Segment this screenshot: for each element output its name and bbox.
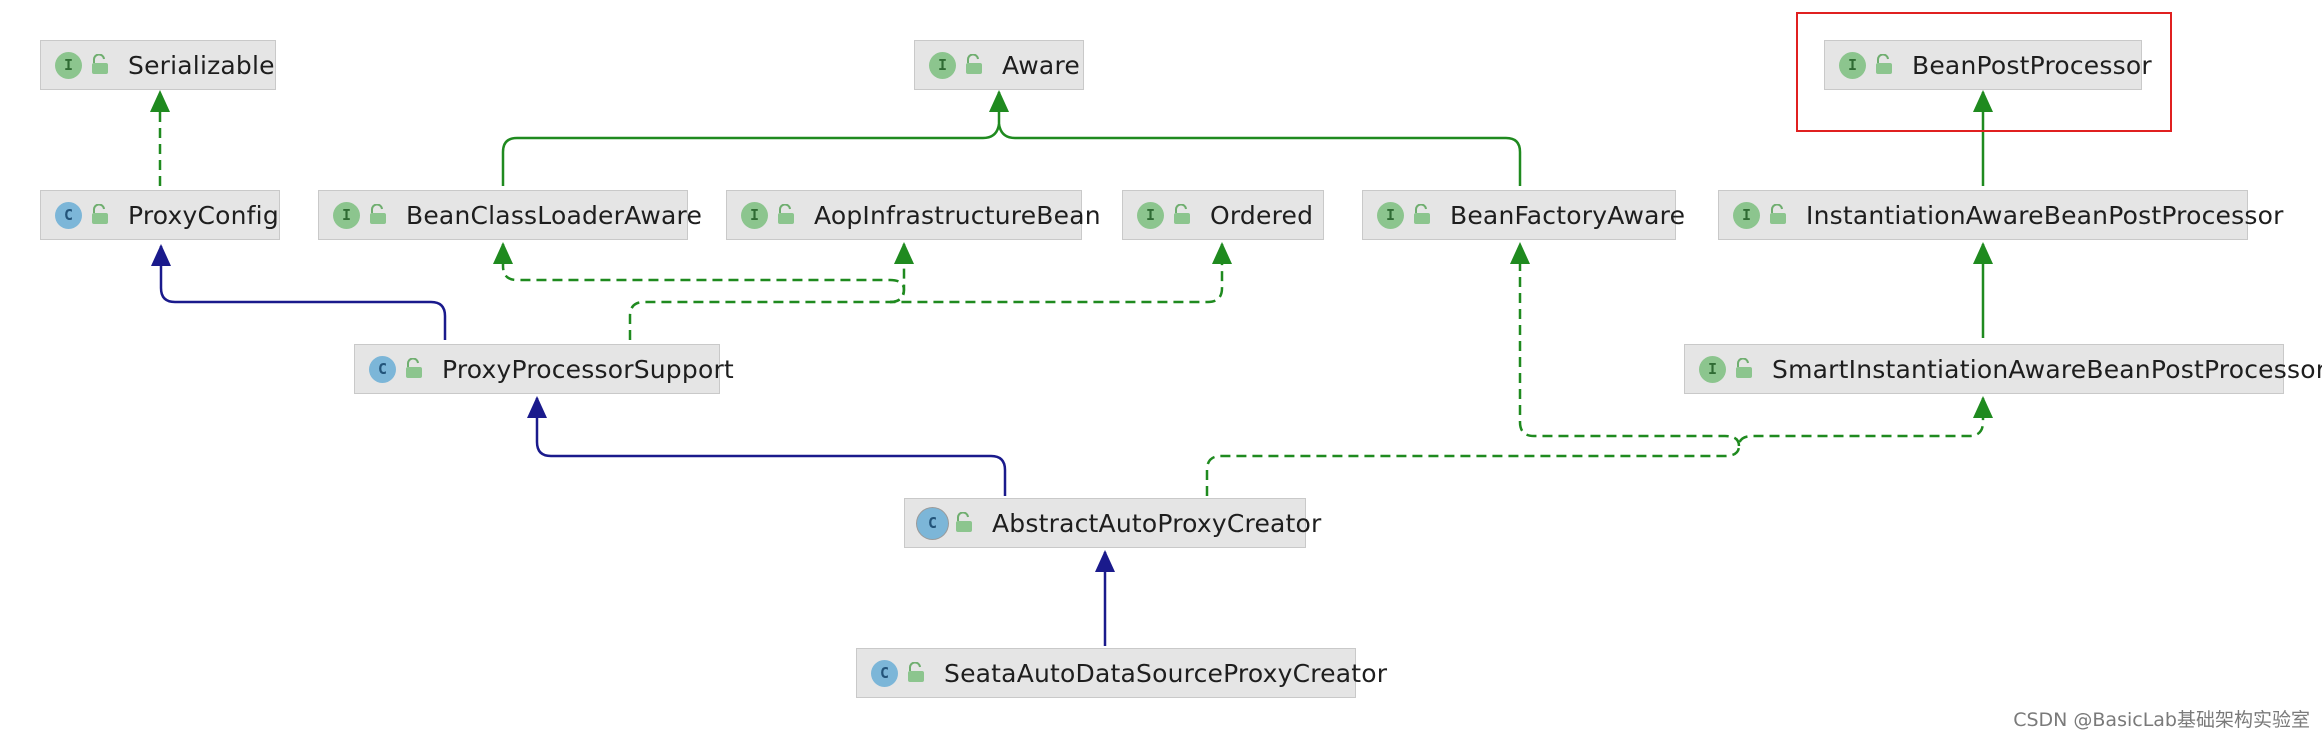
unlocked-icon [92, 204, 108, 224]
edge-proxyprocessorsupport-beanclassloaderaware [501, 244, 906, 304]
unlocked-icon [370, 204, 386, 224]
edge-abstractautoproxycreator-proxyprocessorsupport [535, 398, 1007, 496]
arrowhead [1973, 242, 1993, 264]
unlocked-icon [1174, 204, 1190, 224]
node-label: ProxyProcessorSupport [442, 354, 734, 384]
arrowhead [1973, 396, 1993, 418]
edge-beanclassloaderaware-aware [501, 92, 1001, 186]
node-ordered[interactable]: I Ordered [1122, 190, 1324, 240]
arrowhead [493, 242, 513, 264]
node-label: SeataAutoDataSourceProxyCreator [944, 658, 1388, 688]
node-label: SmartInstantiationAwareBeanPostProcessor [1772, 354, 2322, 384]
unlocked-icon [1876, 54, 1892, 74]
interface-icon: I [1137, 201, 1164, 229]
edge-abstractautoproxycreator-smartbpp [1205, 398, 1985, 496]
node-aware[interactable]: I Aware [914, 40, 1084, 90]
abstract-class-icon: C [919, 509, 946, 537]
node-label: Ordered [1210, 200, 1314, 230]
interface-icon: I [1377, 201, 1404, 229]
node-label: ProxyConfig [128, 200, 279, 230]
node-label: InstantiationAwareBeanPostProcessor [1806, 200, 2284, 230]
interface-icon: I [1839, 51, 1866, 79]
class-icon: C [55, 201, 82, 229]
edge-proxyprocessorsupport-ordered [628, 244, 1224, 340]
unlocked-icon [966, 54, 982, 74]
unlocked-icon [92, 54, 108, 74]
node-label: Serializable [128, 50, 275, 80]
edge-abstractautoproxycreator-beanfactoryaware [1518, 244, 1741, 447]
edge-proxyprocessorsupport-proxyconfig [159, 246, 447, 340]
arrowhead [151, 244, 171, 266]
node-serializable[interactable]: I Serializable [40, 40, 276, 90]
interface-icon: I [741, 201, 768, 229]
arrowhead [1212, 242, 1232, 264]
arrowhead [1510, 242, 1530, 264]
interface-icon: I [333, 201, 360, 229]
node-label: AopInfrastructureBean [814, 200, 1101, 230]
unlocked-icon [908, 662, 924, 682]
edge-beanfactoryaware-aware [997, 123, 1522, 186]
interface-icon: I [929, 51, 956, 79]
interface-icon: I [1733, 201, 1760, 229]
unlocked-icon [1736, 358, 1752, 378]
unlocked-icon [1770, 204, 1786, 224]
node-label: BeanClassLoaderAware [406, 200, 703, 230]
node-instantiation-aware-bean-post-processor[interactable]: I InstantiationAwareBeanPostProcessor [1718, 190, 2283, 240]
node-abstract-auto-proxy-creator[interactable]: C AbstractAutoProxyCreator [904, 498, 1321, 548]
node-label: AbstractAutoProxyCreator [992, 508, 1322, 538]
node-proxy-processor-support[interactable]: C ProxyProcessorSupport [354, 344, 734, 394]
node-proxy-config[interactable]: C ProxyConfig [40, 190, 280, 240]
node-label: Aware [1002, 50, 1080, 80]
interface-icon: I [1699, 355, 1726, 383]
node-seata-auto-data-source-proxy-creator[interactable]: C SeataAutoDataSourceProxyCreator [856, 648, 1387, 698]
unlocked-icon [956, 512, 972, 532]
arrowhead [527, 396, 547, 418]
node-bean-class-loader-aware[interactable]: I BeanClassLoaderAware [318, 190, 702, 240]
class-icon: C [871, 659, 898, 687]
arrowhead [150, 90, 170, 112]
highlight-box [1796, 12, 2172, 132]
node-smart-instantiation-aware-bean-post-processor[interactable]: I SmartInstantiationAwareBeanPostProcess… [1684, 344, 2322, 394]
class-icon: C [369, 355, 396, 383]
node-bean-factory-aware[interactable]: I BeanFactoryAware [1362, 190, 1685, 240]
watermark: CSDN @BasicLab基础架构实验室 [2013, 709, 2310, 731]
interface-icon: I [55, 51, 82, 79]
node-aop-infrastructure-bean[interactable]: I AopInfrastructureBean [726, 190, 1101, 240]
arrowhead [1973, 90, 1993, 112]
unlocked-icon [406, 358, 422, 378]
arrowhead [989, 90, 1009, 112]
node-label: BeanPostProcessor [1912, 50, 2152, 80]
unlocked-icon [778, 204, 794, 224]
arrowhead [894, 242, 914, 264]
arrowhead [1095, 550, 1115, 572]
node-label: BeanFactoryAware [1450, 200, 1686, 230]
node-bean-post-processor[interactable]: I BeanPostProcessor [1824, 40, 2152, 90]
unlocked-icon [1414, 204, 1430, 224]
